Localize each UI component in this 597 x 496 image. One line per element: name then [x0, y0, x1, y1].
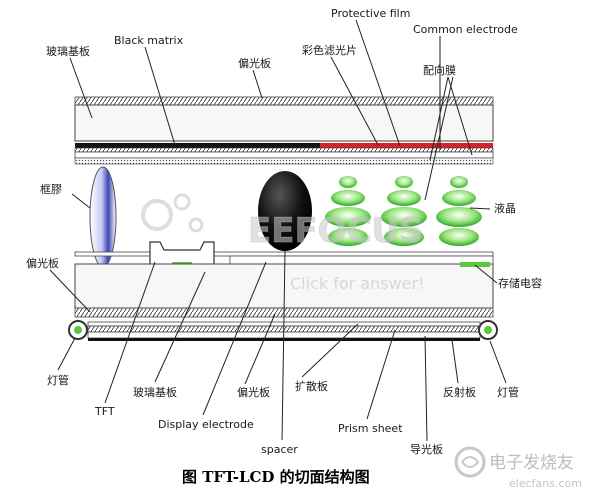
- label-color-filter: 彩色滤光片: [302, 43, 357, 57]
- lc-stack-1: [325, 176, 371, 246]
- watermark-brand: EEFOCUS: [248, 211, 424, 251]
- labels: 玻璃基板 Black matrix 偏光板 Protective film 彩色…: [26, 7, 542, 456]
- label-storage-capacitor: 存储电容: [498, 276, 542, 290]
- label-polarizer-left: 偏光板: [26, 256, 59, 270]
- label-light-guide: 导光板: [410, 442, 443, 456]
- tft: [149, 241, 215, 264]
- watermark-site-url: elecfans.com: [509, 477, 582, 490]
- right-lamp: [478, 320, 498, 340]
- bottom-alignment-film: [74, 251, 494, 257]
- storage-capacitor: [460, 262, 490, 267]
- left-lamp: [68, 320, 88, 340]
- label-prism-sheet: Prism sheet: [338, 422, 403, 435]
- label-common-electrode: Common electrode: [413, 23, 518, 36]
- watermark-logo-icon: [141, 199, 173, 231]
- label-alignment-film: 配向膜: [423, 63, 456, 77]
- top-alignment-film-inner: [74, 157, 494, 165]
- label-spacer: spacer: [261, 443, 298, 456]
- display-electrode: [229, 255, 494, 265]
- label-sealant: 框膠: [40, 183, 62, 196]
- label-liquid-crystal: 液晶: [494, 201, 516, 215]
- liquid-crystal-cell: [89, 166, 482, 268]
- common-electrode-layer: [74, 147, 494, 153]
- label-lamp-left: 灯管: [47, 373, 69, 387]
- label-tft: TFT: [94, 405, 115, 418]
- color-filter-layer: [320, 143, 493, 148]
- watermark-elecfans: 电子发烧友 elecfans.com: [454, 446, 582, 490]
- lc-stack-3: [436, 176, 482, 246]
- watermark-hint: Click for answer!: [290, 274, 425, 293]
- figure-caption: 图 TFT-LCD 的切面结构图: [182, 468, 370, 486]
- label-glass-substrate-bottom: 玻璃基板: [133, 385, 177, 399]
- elecfans-logo-icon: [454, 446, 486, 478]
- watermark-eefocus: EEFOCUS Click for answer!: [141, 193, 425, 293]
- label-display-electrode: Display electrode: [158, 418, 254, 431]
- top-polarizer-layer: [74, 96, 494, 106]
- label-lamp-right: 灯管: [497, 385, 519, 399]
- spacer: [258, 171, 312, 251]
- label-black-matrix: Black matrix: [114, 34, 184, 47]
- label-polarizer-bottom: 偏光板: [237, 385, 270, 399]
- label-polarizer-top: 偏光板: [238, 56, 271, 70]
- label-protective-film: Protective film: [331, 7, 410, 20]
- label-reflector: 反射板: [443, 385, 476, 399]
- leader-lines: [49, 19, 507, 442]
- watermark-site: 电子发烧友: [489, 453, 574, 473]
- label-glass-substrate-top: 玻璃基板: [46, 44, 90, 58]
- black-matrix-layer: [75, 143, 320, 148]
- liquid-crystal-molecules: [325, 176, 482, 246]
- top-glass-substrate: [74, 104, 494, 142]
- top-glass-assembly: [74, 96, 494, 165]
- lc-stack-2: [381, 176, 427, 246]
- label-diffuser: 扩散板: [295, 379, 328, 393]
